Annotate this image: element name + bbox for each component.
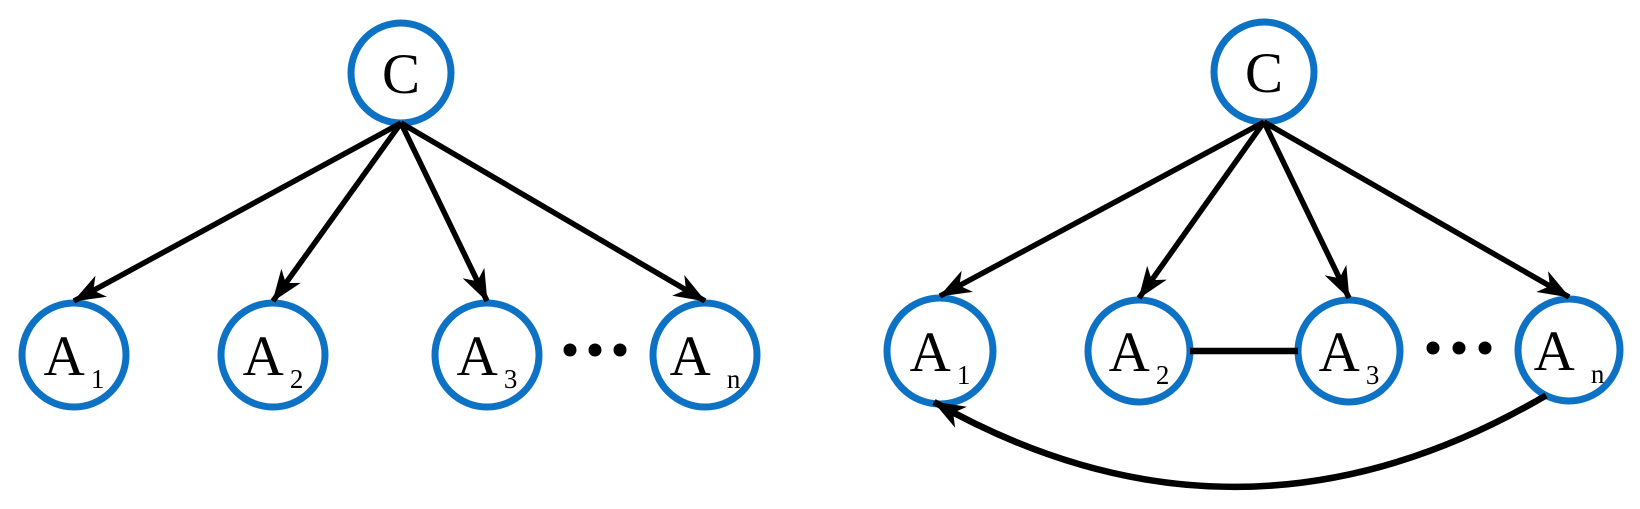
edge-C-A3 — [398, 121, 490, 303]
node-C: C — [1210, 18, 1318, 126]
node-subscript-A1: 1 — [957, 360, 971, 390]
edge-C-An — [1262, 119, 1571, 300]
ellipsis-dot — [563, 343, 577, 357]
edge-C-A1 — [938, 119, 1266, 299]
edge-C-A2 — [1136, 120, 1267, 300]
ellipsis-dots — [1426, 341, 1492, 355]
node-circle-A3 — [431, 299, 543, 411]
node-circle-An — [1514, 295, 1624, 405]
ellipsis-dot — [1452, 341, 1466, 355]
ellipsis-dot — [1478, 341, 1492, 355]
node-circle-A1 — [18, 299, 130, 411]
edge-C-A3 — [1261, 120, 1352, 300]
node-circle-An — [649, 299, 761, 411]
edge-C-A2 — [270, 121, 404, 303]
node-subscript-A1: 1 — [91, 364, 105, 394]
node-subscript-A3: 3 — [504, 364, 518, 394]
node-subscript-An: n — [727, 364, 741, 394]
ellipsis-dots — [563, 343, 627, 357]
ellipsis-dot — [1426, 341, 1440, 355]
node-subscript-A2: 2 — [290, 364, 304, 394]
node-label-C: C — [1245, 42, 1283, 105]
edge-C-An — [399, 120, 707, 304]
edge-An-A1 — [932, 392, 1548, 491]
node-subscript-An: n — [1591, 359, 1605, 389]
node-subscript-A2: 2 — [1156, 360, 1170, 390]
edge-C-A1 — [72, 120, 403, 304]
ellipsis-dot — [613, 343, 627, 357]
node-circle-A2 — [217, 299, 329, 411]
node-label-C: C — [382, 43, 420, 106]
ellipsis-dot — [588, 343, 602, 357]
node-subscript-A3: 3 — [1366, 360, 1380, 390]
node-C: C — [347, 19, 455, 127]
